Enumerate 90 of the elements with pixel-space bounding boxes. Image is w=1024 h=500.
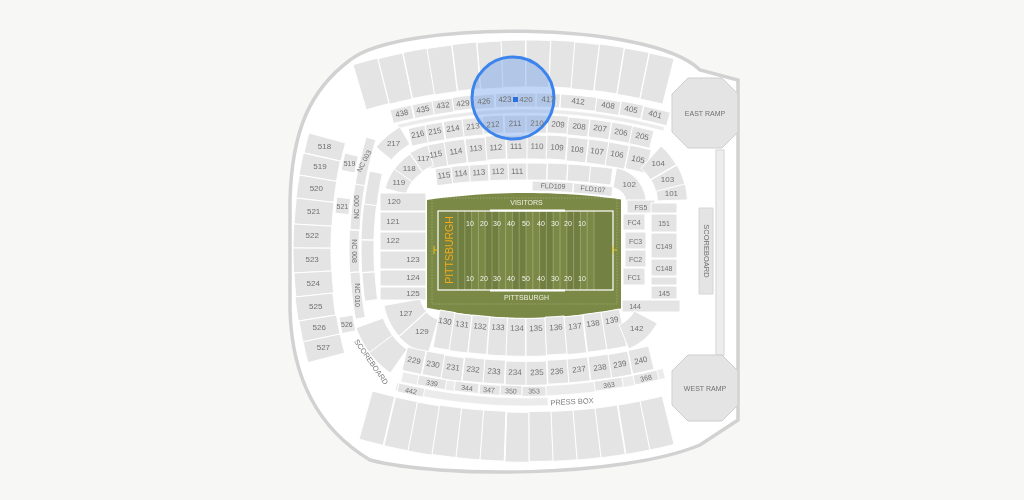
section-label: 209 [550, 120, 565, 130]
section-label: 135 [529, 324, 543, 334]
section-label: 118 [402, 164, 416, 173]
section-label: 110 [530, 142, 544, 152]
section-label: 109 [550, 143, 564, 153]
section-label: 423 [498, 96, 513, 105]
section-label: 523 [305, 256, 319, 264]
section-label: 519 [313, 163, 327, 172]
section-label: 432 [435, 101, 451, 112]
section-label: 234 [508, 368, 523, 377]
section-label: 215 [428, 126, 443, 137]
section-label: 114 [449, 147, 463, 157]
section-label: 526 [312, 324, 326, 332]
section-label: 108 [569, 144, 585, 155]
section-label: 216 [411, 129, 426, 141]
section-label: 104 [651, 159, 665, 168]
section-label: 129 [415, 327, 429, 336]
section-label: 521 [306, 208, 321, 217]
section-label: 518 [317, 143, 332, 152]
section-label: 111 [511, 167, 524, 176]
section-label: 235 [529, 368, 544, 377]
section-label: 232 [466, 365, 481, 376]
section-label: 206 [613, 127, 628, 138]
section-label: 102 [622, 181, 636, 190]
section-label: 139 [604, 316, 620, 327]
section-label: 238 [592, 363, 607, 373]
section-label: 429 [456, 98, 471, 109]
section-label: 213 [465, 122, 481, 132]
section-label: 208 [571, 121, 586, 132]
section-label: 438 [395, 108, 410, 120]
section-label: 123 [406, 256, 420, 264]
section-label: 231 [445, 363, 461, 373]
section-label: 130 [438, 317, 453, 328]
section-label: 119 [392, 179, 406, 188]
section-label: 136 [548, 323, 563, 333]
section-label: 122 [386, 237, 400, 245]
section-label: 435 [415, 104, 431, 115]
section-label: 115 [429, 149, 444, 161]
section-label: 207 [592, 124, 607, 135]
section-label: 106 [609, 150, 625, 161]
section-label: 112 [491, 167, 505, 177]
section-label: 217 [386, 139, 401, 148]
section-label: 137 [567, 321, 582, 332]
section-label: 114 [454, 169, 468, 179]
section-label: 117 [417, 154, 430, 163]
section-label: 230 [426, 359, 441, 370]
section-label: 426 [477, 97, 492, 107]
section-label: 124 [406, 274, 420, 282]
section-label: 115 [437, 171, 451, 181]
section-label: 134 [509, 324, 524, 333]
section-label: 107 [589, 147, 605, 157]
section-label: 101 [664, 190, 679, 199]
section-label: 417 [541, 96, 555, 105]
section-label: 233 [487, 367, 502, 377]
section-label: 210 [529, 119, 544, 129]
section-label: 527 [316, 344, 331, 352]
section-label: 401 [647, 109, 663, 121]
section-label: 524 [306, 279, 320, 288]
section-label: 113 [472, 168, 487, 178]
section-label: 111 [510, 142, 523, 152]
section-label: 205 [634, 131, 649, 143]
section-label: 237 [571, 365, 586, 376]
section-label: 236 [550, 367, 565, 377]
section-label: 142 [630, 324, 644, 333]
section-label: 408 [600, 101, 616, 112]
section-label: 138 [586, 319, 601, 330]
section-label: 522 [305, 232, 319, 241]
section-label: 412 [571, 97, 586, 108]
section-label: 103 [660, 175, 675, 184]
section-label: 525 [309, 302, 323, 311]
section-label: 405 [623, 104, 639, 116]
section-label: 239 [612, 359, 628, 370]
section-label: 112 [489, 143, 503, 153]
section-label: 127 [399, 310, 413, 319]
end-zone-text: PITTSBURGH [443, 216, 455, 285]
section-label: 105 [630, 154, 645, 165]
section-label: 240 [633, 355, 648, 366]
section-label: 229 [407, 355, 422, 367]
section-label: 520 [309, 184, 323, 193]
section-label: 121 [386, 217, 400, 226]
section-label: 133 [491, 323, 505, 333]
section-label: 420 [519, 96, 533, 104]
section-label: 132 [472, 322, 487, 332]
section-label: 212 [486, 120, 501, 130]
section-label: 125 [406, 289, 420, 298]
section-label: 131 [454, 319, 470, 330]
section-label: 214 [446, 124, 461, 134]
section-label: 113 [469, 144, 483, 155]
section-label: 120 [387, 198, 401, 206]
section-label: 211 [508, 120, 522, 129]
